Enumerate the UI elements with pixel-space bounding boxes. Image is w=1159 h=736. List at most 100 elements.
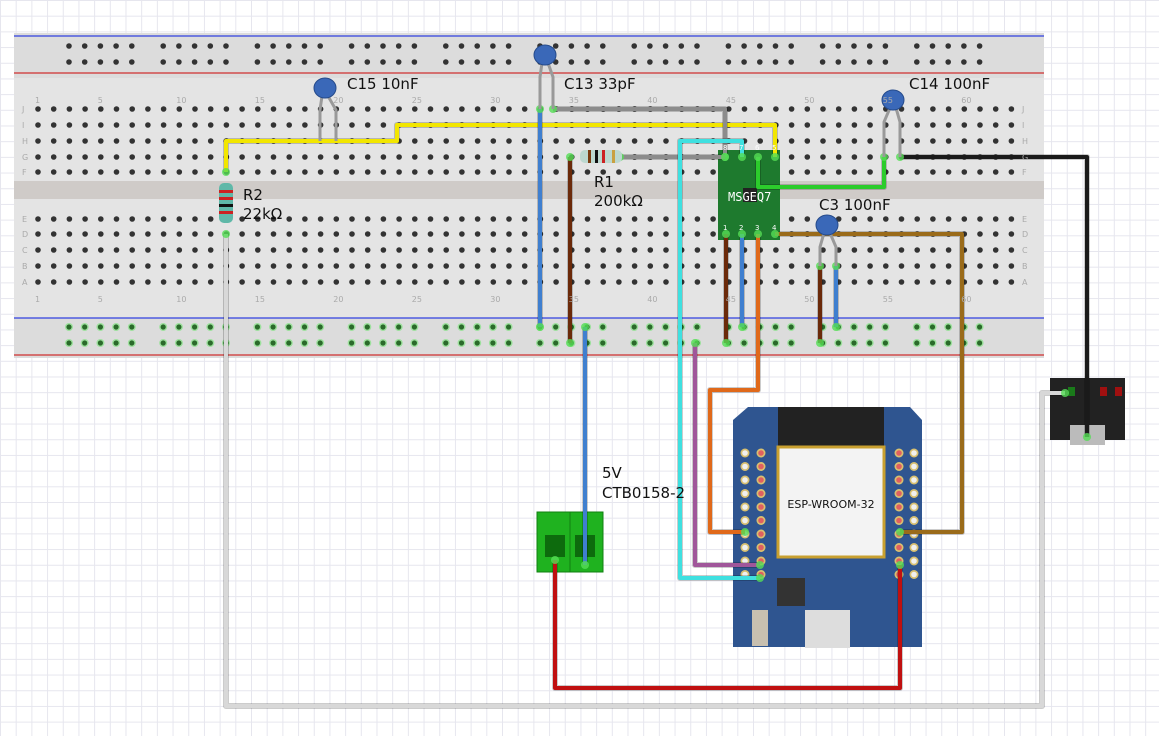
breadboard-hole[interactable] xyxy=(851,106,858,112)
rail-hole[interactable] xyxy=(882,324,889,330)
rail-hole[interactable] xyxy=(411,324,417,330)
rail-hole[interactable] xyxy=(945,59,951,65)
breadboard-hole[interactable] xyxy=(270,279,277,285)
breadboard-hole[interactable] xyxy=(977,231,983,237)
breadboard-hole[interactable] xyxy=(364,263,371,269)
rail-hole[interactable] xyxy=(443,324,449,330)
rail-hole[interactable] xyxy=(176,324,182,330)
breadboard-hole[interactable] xyxy=(239,216,245,222)
breadboard-hole[interactable] xyxy=(663,169,669,175)
breadboard-hole[interactable] xyxy=(113,169,120,175)
breadboard-hole[interactable] xyxy=(992,263,999,269)
rail-hole[interactable] xyxy=(474,59,481,65)
breadboard-hole[interactable] xyxy=(490,138,497,144)
breadboard-hole[interactable] xyxy=(631,247,638,253)
breadboard-hole[interactable] xyxy=(631,263,638,269)
rail-hole[interactable] xyxy=(553,340,559,346)
breadboard-hole[interactable] xyxy=(427,279,434,285)
resistor-r1[interactable] xyxy=(580,150,622,163)
esp-pin[interactable] xyxy=(896,463,902,470)
breadboard-hole[interactable] xyxy=(129,247,135,253)
breadboard-hole[interactable] xyxy=(945,169,952,175)
rail-hole[interactable] xyxy=(97,59,104,65)
breadboard-hole[interactable] xyxy=(600,231,606,237)
rail-hole[interactable] xyxy=(976,59,983,65)
breadboard-hole[interactable] xyxy=(270,106,277,112)
breadboard-hole[interactable] xyxy=(945,106,952,112)
esp-pin[interactable] xyxy=(742,558,748,564)
breadboard-hole[interactable] xyxy=(474,263,481,269)
breadboard-hole[interactable] xyxy=(663,138,669,144)
rail-hole[interactable] xyxy=(474,340,480,346)
rail-hole[interactable] xyxy=(663,324,669,330)
breadboard-hole[interactable] xyxy=(584,247,591,253)
breadboard-hole[interactable] xyxy=(50,169,57,175)
breadboard-hole[interactable] xyxy=(317,263,324,269)
breadboard-hole[interactable] xyxy=(380,106,387,112)
breadboard-hole[interactable] xyxy=(506,216,512,222)
rail-hole[interactable] xyxy=(129,340,135,346)
breadboard-hole[interactable] xyxy=(113,231,120,237)
terminal-block[interactable] xyxy=(536,511,604,573)
rail-hole[interactable] xyxy=(788,59,794,65)
breadboard-hole[interactable] xyxy=(129,106,135,112)
breadboard-hole[interactable] xyxy=(50,247,57,253)
breadboard-hole[interactable] xyxy=(600,263,606,269)
breadboard-hole[interactable] xyxy=(364,106,371,112)
breadboard-hole[interactable] xyxy=(349,247,355,253)
breadboard-hole[interactable] xyxy=(1008,169,1015,175)
breadboard-hole[interactable] xyxy=(773,106,779,112)
breadboard-hole[interactable] xyxy=(254,122,261,128)
rail-hole[interactable] xyxy=(349,324,355,330)
breadboard-hole[interactable] xyxy=(490,231,497,237)
breadboard-hole[interactable] xyxy=(977,279,983,285)
breadboard-hole[interactable] xyxy=(412,247,418,253)
breadboard-hole[interactable] xyxy=(333,154,340,160)
breadboard-hole[interactable] xyxy=(254,247,261,253)
breadboard-hole[interactable] xyxy=(663,216,669,222)
breadboard-hole[interactable] xyxy=(192,154,198,160)
breadboard-hole[interactable] xyxy=(553,231,559,237)
esp32-board[interactable] xyxy=(733,407,922,648)
breadboard-hole[interactable] xyxy=(584,138,591,144)
breadboard-hole[interactable] xyxy=(35,263,41,269)
rail-hole[interactable] xyxy=(788,340,794,346)
breadboard-hole[interactable] xyxy=(788,169,795,175)
breadboard-hole[interactable] xyxy=(98,279,104,285)
breadboard-hole[interactable] xyxy=(459,106,465,112)
breadboard-hole[interactable] xyxy=(396,216,402,222)
rail-hole[interactable] xyxy=(380,340,386,346)
breadboard-hole[interactable] xyxy=(804,169,811,175)
rail-hole[interactable] xyxy=(772,43,779,49)
breadboard-hole[interactable] xyxy=(1008,122,1015,128)
breadboard-hole[interactable] xyxy=(176,279,183,285)
breadboard-hole[interactable] xyxy=(364,279,371,285)
breadboard-hole[interactable] xyxy=(459,216,465,222)
breadboard-hole[interactable] xyxy=(66,247,73,253)
breadboard-hole[interactable] xyxy=(898,279,905,285)
rail-hole[interactable] xyxy=(631,324,637,330)
rail-hole[interactable] xyxy=(301,340,308,346)
esp-pin[interactable] xyxy=(896,544,902,551)
rail-hole[interactable] xyxy=(395,43,402,49)
rail-hole[interactable] xyxy=(254,43,261,49)
rail-hole[interactable] xyxy=(961,59,967,65)
breadboard-hole[interactable] xyxy=(631,138,638,144)
breadboard-hole[interactable] xyxy=(474,138,481,144)
breadboard-hole[interactable] xyxy=(145,154,151,160)
breadboard-hole[interactable] xyxy=(914,247,920,253)
breadboard-hole[interactable] xyxy=(459,169,465,175)
rail-hole[interactable] xyxy=(490,324,496,330)
capacitor-c14[interactable] xyxy=(881,89,905,157)
rail-hole[interactable] xyxy=(631,43,637,49)
breadboard-hole[interactable] xyxy=(207,279,214,285)
rail-hole[interactable] xyxy=(851,324,857,330)
breadboard-hole[interactable] xyxy=(302,279,308,285)
breadboard-hole[interactable] xyxy=(35,231,41,237)
breadboard-hole[interactable] xyxy=(364,122,371,128)
rail-hole[interactable] xyxy=(914,43,920,49)
rail-hole[interactable] xyxy=(286,59,292,65)
breadboard-hole[interactable] xyxy=(192,231,198,237)
breadboard-hole[interactable] xyxy=(773,263,779,269)
breadboard-hole[interactable] xyxy=(207,231,214,237)
